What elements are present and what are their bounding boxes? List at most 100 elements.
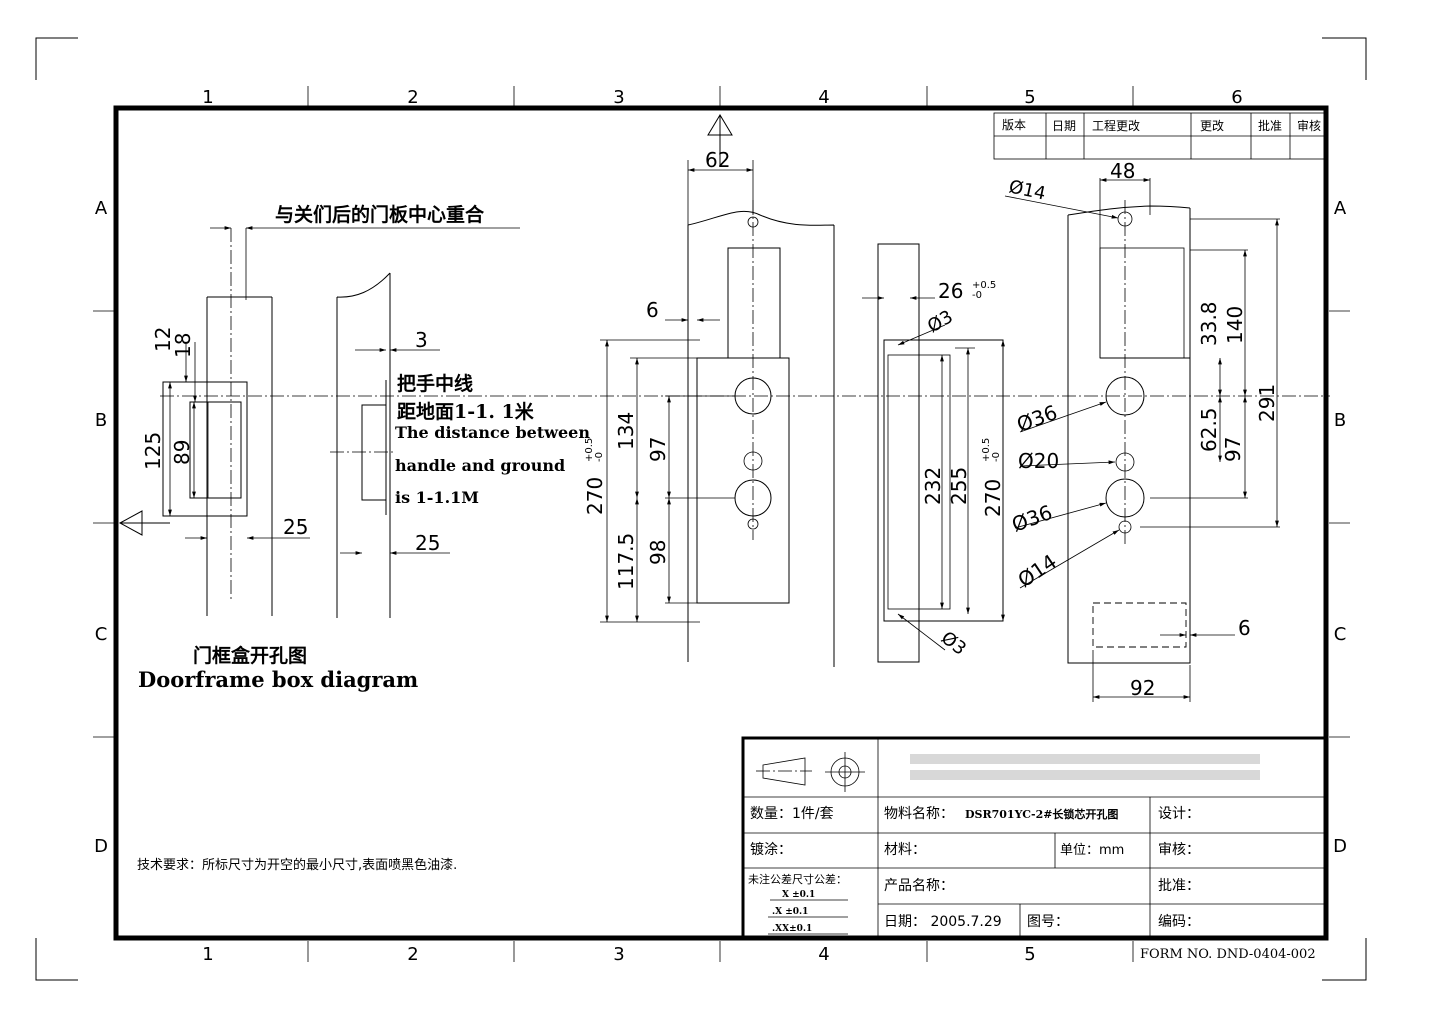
handle-note-cn-1: 把手中线	[397, 372, 473, 395]
dim-12: 12	[151, 327, 175, 352]
row-label-a: A	[95, 198, 108, 219]
revision-table: 版本 日期 工程更改 更改 批准 审核	[993, 112, 1325, 160]
handle-note-en-2: handle and ground	[395, 456, 565, 475]
dim-25: 25	[283, 515, 308, 539]
dim-6: 6	[646, 298, 659, 322]
dim-270-face: 270	[981, 479, 1005, 517]
dim-d14-bottom: Ø14	[1013, 549, 1061, 592]
row-label-b-right: B	[1334, 410, 1346, 431]
rev-header-modify: 更改	[1200, 119, 1224, 133]
view-door-edge: 3 25 把手中线 距地面1-1. 1米 The distance betwee…	[330, 272, 590, 618]
col-label-5: 5	[1024, 87, 1035, 108]
col-label-2-bottom: 2	[407, 944, 418, 965]
handle-note-cn-2: 距地面1-1. 1米	[397, 400, 535, 423]
zone-labels: 1 2 3 4 5 6 1 2 3 4 5 A B C D A B C D	[94, 87, 1347, 965]
company-logo	[910, 754, 1260, 780]
tol-lower: -0	[594, 452, 605, 462]
dim-3: 3	[415, 328, 428, 352]
material-field: 材料：	[884, 842, 926, 858]
top-center-arrow-icon	[707, 114, 733, 165]
form-number: FORM NO. DND-0404-002	[1140, 947, 1316, 962]
rev-header-version: 版本	[1002, 118, 1026, 132]
dim-d3-top: Ø3	[924, 306, 957, 337]
material-name-label: 物料名称：	[884, 806, 954, 822]
row-label-a-right: A	[1334, 198, 1347, 219]
view-door-cutout: 48 Ø14 33.8 140 291 Ø36 62.5 97 Ø20 Ø36 …	[1004, 159, 1280, 702]
dim-98: 98	[646, 540, 670, 565]
dim-255: 255	[947, 467, 971, 505]
dim-62-5: 62.5	[1197, 407, 1221, 452]
rev-header-review: 审核	[1297, 118, 1321, 133]
approve-field: 批准：	[1158, 878, 1200, 894]
dim-134: 134	[614, 412, 638, 450]
dim-270: 270	[583, 477, 607, 515]
handle-note-en-3: is 1-1.1M	[395, 488, 479, 507]
corner-marks	[35, 37, 1367, 981]
dim-97: 97	[646, 437, 670, 462]
row-label-c-right: C	[1334, 624, 1347, 645]
col-label-2: 2	[407, 87, 418, 108]
drawing-number-field: 图号：	[1027, 914, 1069, 930]
caption-cn: 门框盒开孔图	[193, 644, 307, 667]
dim-89: 89	[170, 440, 194, 465]
tolerance-title: 未注公差尺寸公差：	[748, 872, 847, 886]
handle-note-en-1: The distance between	[395, 423, 590, 442]
view-lock-front: 62 6 270 +0.5 -0 134 97 117.5 98	[583, 148, 835, 667]
dim-125: 125	[141, 432, 165, 470]
dim-6-door: 6	[1238, 616, 1251, 640]
row-label-d-right: D	[1333, 836, 1347, 857]
date-field: 日期： 2005.7.29	[884, 914, 1002, 930]
dim-140: 140	[1223, 306, 1247, 344]
col-label-1: 1	[202, 87, 213, 108]
title-block: 数量：1件/套 物料名称： DSR701YC-2#长锁芯开孔图 设计： 镀涂： …	[741, 736, 1328, 940]
dim-117-5: 117.5	[614, 533, 638, 590]
col-label-3-bottom: 3	[613, 944, 624, 965]
left-center-arrow-icon	[118, 510, 170, 536]
dim-48: 48	[1110, 159, 1135, 183]
tolerance-1: X ±0.1	[782, 890, 815, 900]
zone-ticks	[93, 86, 1350, 962]
row-label-b: B	[95, 410, 107, 431]
dim-232: 232	[921, 467, 945, 505]
material-name-value: DSR701YC-2#长锁芯开孔图	[965, 807, 1118, 821]
rev-header-approve: 批准	[1258, 118, 1282, 133]
rev-header-change: 工程更改	[1092, 118, 1140, 133]
dim-62: 62	[705, 148, 730, 172]
review-field: 审核：	[1158, 842, 1200, 858]
projection-symbol-icon	[756, 752, 865, 792]
view-doorframe-box: 与关们后的门板中心重合 12 18 125 89 25 门框盒开孔图 Doorf…	[138, 203, 520, 692]
code-field: 编码：	[1158, 914, 1200, 930]
dim-d36-top: Ø36	[1014, 400, 1061, 437]
dim-33-8: 33.8	[1197, 301, 1221, 346]
col-label-3: 3	[613, 87, 624, 108]
row-label-d: D	[94, 836, 108, 857]
design-field: 设计：	[1158, 806, 1200, 822]
dim-26: 26	[938, 279, 963, 303]
col-label-4-bottom: 4	[818, 944, 829, 965]
view-faceplate: 26 +0.5 -0 Ø3 232 255 270 +0.5 -0 Ø3	[862, 243, 1005, 663]
col-label-4: 4	[818, 87, 829, 108]
dim-d20: Ø20	[1018, 449, 1059, 473]
tol-lower-26: -0	[972, 290, 982, 301]
plating-field: 镀涂：	[750, 841, 792, 858]
product-name-field: 产品名称：	[884, 878, 954, 894]
drawing-frame	[113, 105, 1329, 941]
dim-25-edge: 25	[415, 531, 440, 555]
caption-en: Doorframe box diagram	[138, 667, 418, 692]
rev-header-date: 日期	[1052, 119, 1076, 133]
tol-upper-26: +0.5	[972, 280, 996, 291]
dim-d3-bottom: Ø3	[937, 627, 970, 659]
tol-lower-270: -0	[991, 452, 1002, 462]
dim-18: 18	[171, 333, 195, 358]
unit-field: 单位：mm	[1060, 843, 1124, 858]
col-label-6: 6	[1231, 87, 1242, 108]
tol-upper: +0.5	[584, 438, 595, 462]
dim-d36-bottom: Ø36	[1009, 500, 1056, 537]
dim-97-door: 97	[1221, 437, 1245, 462]
col-label-1-bottom: 1	[202, 944, 213, 965]
tol-upper-270: +0.5	[981, 438, 992, 462]
row-label-c: C	[95, 624, 108, 645]
col-label-5-bottom: 5	[1024, 944, 1035, 965]
tolerance-2: .X ±0.1	[772, 907, 808, 917]
